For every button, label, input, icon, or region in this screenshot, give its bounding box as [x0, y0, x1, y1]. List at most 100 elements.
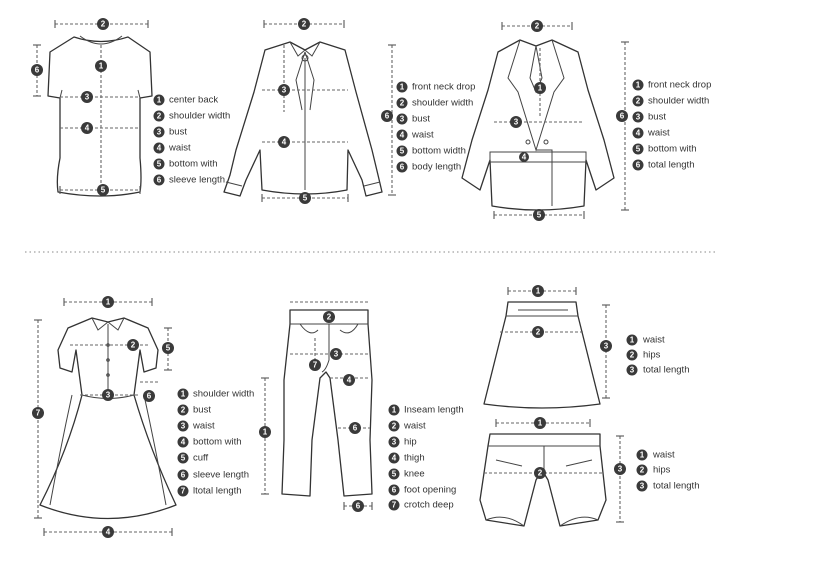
svg-text:3: 3: [106, 391, 111, 400]
svg-text:2: 2: [392, 422, 397, 431]
svg-text:2: 2: [181, 406, 186, 415]
pants-legend-4: thigh: [404, 453, 425, 464]
blouse-legend-5: bottom width: [412, 146, 466, 157]
svg-text:1: 1: [536, 287, 541, 296]
dress-legend-6: sleeve length: [193, 470, 249, 481]
svg-text:6: 6: [620, 112, 625, 121]
svg-text:3: 3: [181, 422, 186, 431]
blouse-legend: 1 front neck drop 2 shoulder width 3 bus…: [396, 81, 475, 173]
svg-text:1: 1: [636, 81, 641, 90]
svg-text:6: 6: [147, 392, 152, 401]
svg-text:1: 1: [538, 84, 543, 93]
svg-text:2: 2: [131, 341, 136, 350]
svg-text:7: 7: [392, 501, 397, 510]
svg-text:6: 6: [157, 176, 162, 185]
coat-legend-1: front neck drop: [648, 80, 711, 91]
svg-text:2: 2: [535, 22, 540, 31]
svg-text:7: 7: [313, 361, 318, 370]
svg-text:3: 3: [636, 113, 641, 122]
shorts-legend-1: waist: [652, 450, 675, 461]
shorts-legend-3: total length: [653, 481, 699, 492]
shorts-measure-badges: 1 2 3: [534, 417, 626, 479]
dress-legend-3: waist: [192, 421, 215, 432]
svg-text:4: 4: [392, 454, 397, 463]
pants-legend-1: Inseam length: [404, 405, 464, 416]
tshirt-legend: 1 center back 2 shoulder width 3 bust 4 …: [153, 94, 230, 186]
svg-text:4: 4: [347, 376, 352, 385]
svg-text:2: 2: [400, 99, 405, 108]
svg-text:1: 1: [99, 62, 104, 71]
coat-measure-badges: 2 1 3 4 5 6: [510, 20, 628, 221]
dress-legend: 1 shoulder width 2 bust 3 waist 4 bottom…: [177, 388, 254, 497]
svg-text:1: 1: [392, 406, 397, 415]
skirt-legend-3: total length: [643, 365, 689, 376]
svg-text:3: 3: [282, 86, 287, 95]
svg-text:1: 1: [630, 336, 635, 345]
pants-legend-7: crotch deep: [404, 500, 454, 511]
coat-legend-4: waist: [647, 128, 670, 139]
svg-text:2: 2: [640, 466, 645, 475]
blouse-legend-3: bust: [412, 114, 430, 125]
coat-legend: 1 front neck drop 2 shoulder width 3 bus…: [632, 79, 711, 171]
coat-legend-5: bottom with: [648, 144, 697, 155]
tshirt-measure-badges: 2 6 1 3 4 5: [31, 18, 109, 196]
svg-text:6: 6: [392, 486, 397, 495]
blouse-legend-6: body length: [412, 162, 461, 173]
dress-legend-5: cuff: [193, 453, 209, 464]
pants-legend-6: foot opening: [404, 485, 456, 496]
dress-legend-7: ltotal length: [193, 486, 242, 497]
tshirt-legend-5: bottom with: [169, 159, 218, 170]
pants-legend-2: waist: [403, 421, 426, 432]
svg-text:6: 6: [35, 66, 40, 75]
svg-text:7: 7: [181, 487, 186, 496]
blouse-illustration: [223, 20, 396, 202]
svg-text:3: 3: [618, 465, 623, 474]
tshirt-illustration: [33, 20, 153, 197]
shorts-legend: 1 waist 2 hips 3 total length: [636, 449, 699, 492]
tshirt-legend-6: sleeve length: [169, 175, 225, 186]
svg-text:4: 4: [400, 131, 405, 140]
svg-text:5: 5: [636, 145, 641, 154]
svg-text:3: 3: [157, 128, 162, 137]
coat-legend-6: total length: [648, 160, 694, 171]
svg-text:1: 1: [538, 419, 543, 428]
svg-text:3: 3: [400, 115, 405, 124]
svg-text:3: 3: [640, 482, 645, 491]
pants-measure-badges: 2 3 7 4 6 1 6: [259, 311, 364, 512]
blouse-legend-1: front neck drop: [412, 82, 475, 93]
svg-text:1: 1: [181, 390, 186, 399]
svg-text:4: 4: [85, 124, 90, 133]
svg-text:6: 6: [400, 163, 405, 172]
tshirt-legend-4: waist: [168, 143, 191, 154]
svg-text:6: 6: [636, 161, 641, 170]
svg-text:2: 2: [636, 97, 641, 106]
svg-text:4: 4: [636, 129, 641, 138]
tshirt-legend-2: shoulder width: [169, 111, 230, 122]
svg-text:1: 1: [640, 451, 645, 460]
coat-legend-2: shoulder width: [648, 96, 709, 107]
svg-text:1: 1: [157, 96, 162, 105]
dress-illustration: [34, 298, 177, 536]
dress-legend-2: bust: [193, 405, 211, 416]
svg-text:5: 5: [303, 194, 308, 203]
coat-legend-3: bust: [648, 112, 666, 123]
pants-legend: 1 Inseam length 2 waist 3 hip 4 thigh 5 …: [388, 404, 464, 511]
svg-text:5: 5: [537, 211, 542, 220]
svg-text:5: 5: [157, 160, 162, 169]
svg-text:6: 6: [356, 502, 361, 511]
blouse-legend-4: waist: [411, 130, 434, 141]
svg-text:6: 6: [181, 471, 186, 480]
tshirt-legend-3: bust: [169, 127, 187, 138]
svg-text:2: 2: [630, 351, 635, 360]
skirt-measure-badges: 1 2 3: [532, 285, 612, 352]
svg-text:1: 1: [106, 298, 111, 307]
svg-text:3: 3: [85, 93, 90, 102]
svg-text:2: 2: [536, 328, 541, 337]
svg-text:4: 4: [282, 138, 287, 147]
skirt-illustration: [483, 287, 610, 409]
tshirt-legend-1: center back: [169, 95, 218, 106]
skirt-legend-2: hips: [643, 350, 661, 361]
svg-text:2: 2: [101, 20, 106, 29]
svg-text:2: 2: [157, 112, 162, 121]
